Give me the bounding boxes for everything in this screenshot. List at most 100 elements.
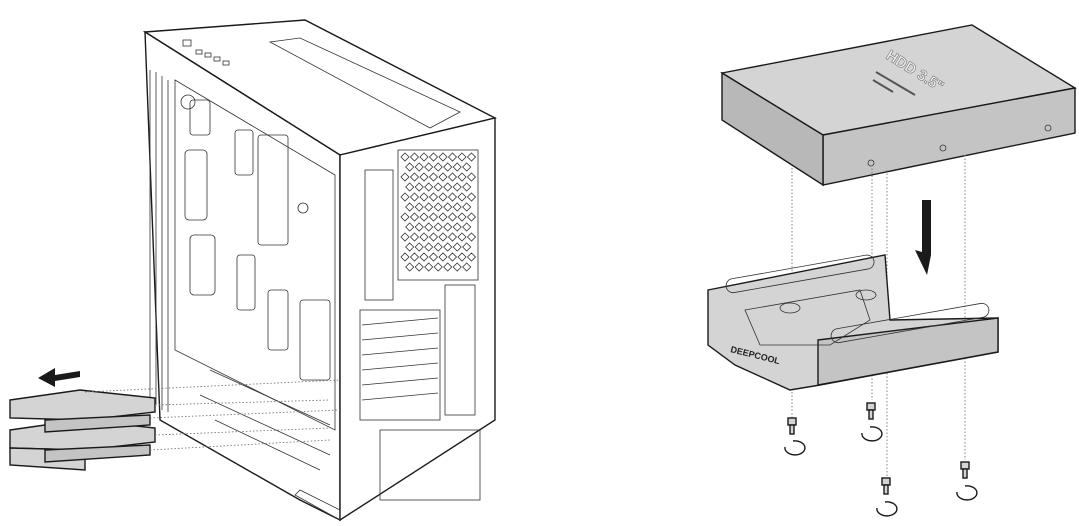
grill-hole: [409, 172, 420, 182]
grill-hole: [414, 202, 424, 212]
grill-hole: [457, 172, 467, 182]
grill-hole: [433, 242, 443, 252]
arrow-down-icon: [915, 200, 931, 275]
grill-hole: [414, 162, 424, 172]
grill-hole: [457, 212, 467, 222]
grill-hole: [433, 182, 443, 192]
grill-hole: [438, 152, 448, 162]
grill-hole: [419, 252, 429, 262]
grill-hole: [419, 172, 429, 182]
grill-hole: [400, 212, 410, 222]
pc-case: [142, 19, 497, 522]
grill-hole: [466, 232, 477, 242]
grill-hole: [447, 192, 458, 202]
grill-hole: [400, 172, 410, 182]
grill-hole: [457, 232, 467, 242]
grill-hole: [405, 222, 415, 232]
grill-hole: [443, 262, 453, 272]
grill-hole: [438, 252, 448, 262]
grill-hole: [405, 262, 415, 272]
grill-hole: [447, 212, 458, 222]
grill-hole: [424, 222, 434, 232]
grill-hole: [433, 162, 443, 172]
grill-hole: [433, 222, 443, 232]
grill-hole: [438, 232, 448, 242]
grill-hole: [462, 262, 472, 272]
grill-hole: [466, 192, 477, 202]
grill-hole: [462, 162, 472, 172]
grill-hole: [462, 242, 472, 252]
grill-hole: [424, 262, 434, 272]
grill-hole: [438, 172, 448, 182]
grill-hole: [457, 152, 467, 162]
grill-hole: [452, 202, 462, 212]
grill-hole: [409, 252, 420, 262]
grill-hole: [466, 212, 477, 222]
grill-hole: [400, 232, 410, 242]
grill-hole: [452, 182, 462, 192]
grill-hole: [419, 212, 429, 222]
grill-hole: [419, 192, 429, 202]
grill-hole: [428, 252, 439, 262]
grill-hole: [419, 232, 429, 242]
rotate-clockwise-icon: [784, 440, 806, 456]
grill-hole: [462, 222, 472, 232]
grill-hole: [443, 202, 453, 212]
grill-hole: [443, 162, 453, 172]
grill-hole: [438, 192, 448, 202]
screw-icon: [866, 402, 876, 420]
screw-icon: [787, 417, 797, 435]
rotate-clockwise-icon: [956, 485, 978, 501]
grill-hole: [428, 212, 439, 222]
grill-hole: [433, 202, 443, 212]
grill-hole: [428, 232, 439, 242]
grill-hole: [414, 262, 424, 272]
arrow-left-icon: [38, 368, 80, 387]
grill-hole: [452, 222, 462, 232]
grill-hole: [466, 172, 477, 182]
grill-hole: [405, 182, 415, 192]
hdd-3-5: HDD 3.5": [720, 24, 1077, 187]
grill-hole: [400, 252, 410, 262]
grill-hole: [400, 192, 410, 202]
grill-hole: [409, 212, 420, 222]
rotate-clockwise-icon: [876, 501, 898, 517]
grill-hole: [447, 252, 458, 262]
rotate-clockwise-icon: [861, 426, 883, 442]
grill-hole: [452, 242, 462, 252]
case-side-open: [144, 30, 341, 522]
grill-hole: [409, 232, 420, 242]
grill-hole: [405, 202, 415, 212]
grill-hole: [443, 222, 453, 232]
grill-hole: [414, 182, 424, 192]
grill-hole: [447, 232, 458, 242]
rear-fan-grill: [397, 149, 479, 281]
grill-hole: [457, 252, 467, 262]
grill-hole: [447, 172, 458, 182]
grill-hole: [438, 212, 448, 222]
screw-icon: [960, 461, 970, 479]
grill-hole: [419, 152, 429, 162]
grill-hole: [443, 182, 453, 192]
grill-hole: [447, 152, 458, 162]
grill-hole: [443, 242, 453, 252]
grill-hole: [424, 202, 434, 212]
hdd-tray: DEEPCOOL: [707, 254, 999, 391]
grill-hole: [424, 182, 434, 192]
grill-hole: [414, 242, 424, 252]
case-rear-panel: [339, 117, 496, 522]
grill-hole: [409, 192, 420, 202]
grill-hole: [462, 202, 472, 212]
grill-hole: [452, 262, 462, 272]
grill-hole: [466, 252, 477, 262]
grill-hole: [428, 152, 439, 162]
drive-trays: [9, 379, 341, 471]
grill-hole: [452, 162, 462, 172]
grill-hole: [462, 182, 472, 192]
grill-hole: [424, 242, 434, 252]
grill-hole: [409, 152, 420, 162]
grill-hole: [457, 192, 467, 202]
screw-icon: [881, 477, 891, 495]
grill-hole: [428, 172, 439, 182]
